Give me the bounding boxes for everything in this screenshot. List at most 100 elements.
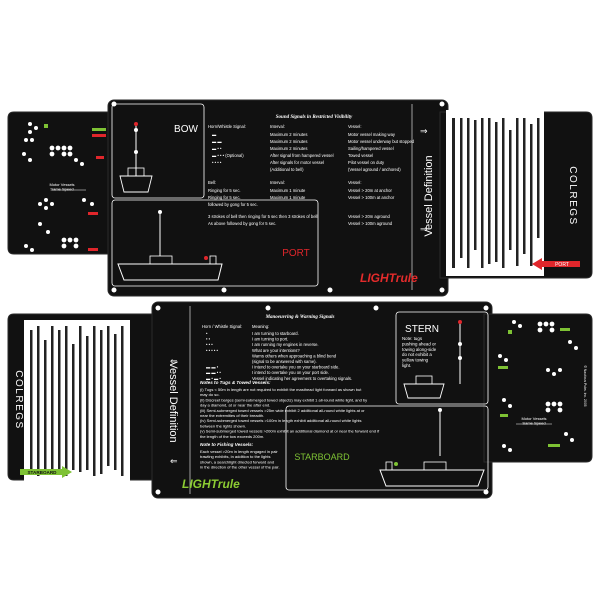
top-arrow-right-1: ⇒ — [420, 126, 428, 136]
stern-note-line: light. — [402, 363, 411, 368]
bottom-colregs-title: COLREGS — [13, 370, 24, 429]
sound-header-interval: Interval: — [270, 124, 285, 129]
fishing-line: Each vessel >20m in length engaged in pa… — [200, 449, 278, 454]
maneuvering-header-signal: Horn / Whistle Signal: — [202, 324, 242, 329]
maneuver-row-meaning: I am turning to port. — [252, 337, 288, 342]
sound-row-signal: ▬ ▬ — [212, 139, 222, 144]
top-right-text-card — [446, 110, 544, 276]
bell-header-vessel: Vessel: — [348, 180, 362, 185]
bell-row-interval: Maximum 1 minute — [270, 188, 306, 193]
maneuver-row-signal: ▬ ▬ • — [206, 365, 219, 370]
port-label: PORT — [282, 248, 310, 259]
tugs-line: (iv) Semi-submerged towed vessels >100m … — [200, 418, 362, 423]
sound-row-interval: After signal from hampered vessel — [270, 153, 334, 158]
sound-row-interval: Maximum 2 minutes — [270, 139, 307, 144]
sound-row-vessel: Pilot vessel on duty — [348, 160, 385, 165]
sound-row-vessel: (Vessel aground / anchored) — [348, 167, 401, 172]
fishing-line: trawling exhibits, in addition to the li… — [200, 454, 270, 459]
fishing-line: shown, a searchlight directed forward an… — [200, 459, 274, 464]
bottom-lightrule-logo: LIGHTrule — [182, 477, 240, 491]
starboard-arrow-badge: STARBOARD — [20, 466, 72, 478]
maneuver-row-meaning: I intend to overtake you on your port si… — [252, 370, 329, 375]
sound-footer-text: As above followed by gong for 5 sec. — [208, 221, 276, 226]
starboard-arrow-label: STARBOARD — [27, 470, 57, 475]
sound-row-signal: ▬ • • — [212, 146, 222, 151]
maneuver-row-meaning: Warns others when approaching a blind be… — [252, 353, 337, 358]
sound-footer-text: 3 strokes of bell then ringing for 5 sec… — [208, 214, 317, 219]
fishing-line: in the direction of the other vessel of … — [200, 465, 280, 470]
port-arrow-label: PORT — [555, 262, 569, 268]
sound-signals-table: Sound Signals in Restricted Visibility H… — [208, 115, 415, 226]
tugs-notes: Notes to Tugs & Towed Vessels: (i) Tugs … — [200, 380, 380, 439]
bell-header-signal: Bell: — [208, 180, 216, 185]
tugs-title: Notes to Tugs & Towed Vessels: — [200, 380, 271, 385]
maneuver-row-signal: • — [206, 331, 208, 336]
stern-note-line: pushing ahead or — [402, 341, 436, 346]
bell-header-interval: Interval: — [270, 180, 285, 185]
sound-row-signal: • • • • — [212, 160, 222, 165]
port-diagram: PORT — [111, 199, 319, 287]
sound-footer-vessel: Vessel > 20m aground — [348, 214, 390, 219]
tugs-line: (v) Semi-submerged towed vessels >200m e… — [200, 429, 380, 434]
maneuver-row-signal: • • — [206, 337, 211, 342]
maneuver-row-signal: • • • — [206, 342, 213, 347]
maneuvering-title: Manoeuvring & Warning Signals — [265, 315, 335, 320]
top-colregs-title: COLREGS — [567, 166, 578, 225]
maneuver-row-meaning: What are your intentions? — [252, 348, 300, 353]
bow-diagram: BOW — [111, 103, 205, 199]
tugs-line: (ii) Discreet barges (semi-submerged tow… — [200, 397, 367, 402]
starboard-diagram: STARBOARD — [285, 405, 489, 491]
sound-row-interval: Maximum 2 minutes — [270, 146, 307, 151]
bottom-card: COLREGS STARBOARD Vessel Definition ⇐ ⇐ … — [7, 301, 593, 499]
bow-label: BOW — [174, 124, 198, 135]
fishing-title: Note to Fishing Vessels: — [200, 442, 254, 447]
maneuver-row-meaning: I am turning to starboard. — [252, 331, 299, 336]
tugs-line: (i) Tugs < 50m in length are not require… — [200, 387, 362, 392]
sound-row-vessel: Motor vessel underway but stopped — [348, 139, 415, 144]
bottom-right-light-diagrams — [498, 320, 578, 452]
bottom-vessel-definition-title: Vessel Definition — [167, 361, 179, 442]
bell-row-vessel: Vessel > 100m at anchor — [348, 195, 395, 200]
stern-note-line: yellow towing — [402, 358, 429, 363]
maneuver-row-meaning: Vessel indicating her agreement to overt… — [252, 376, 352, 381]
bell-row-signal: Ringing for 5 sec. — [208, 195, 241, 200]
tugs-line: day a diamond, at or near the after end. — [200, 403, 270, 408]
stern-note-line: do not exhibit a — [402, 352, 432, 357]
starboard-label: STARBOARD — [294, 452, 350, 462]
fishing-note: Note to Fishing Vessels: Each vessel >20… — [200, 442, 280, 470]
bell-row-vessel: Vessel > 20m at anchor — [348, 188, 392, 193]
maneuvering-signals: Manoeuvring & Warning Signals Horn / Whi… — [202, 315, 352, 381]
stern-label: STERN — [405, 324, 439, 335]
top-left-light-diagrams — [22, 122, 106, 252]
bell-row-signal: Ringing for 5 sec. — [208, 188, 241, 193]
maneuver-row-signal: ▬ ▬ • • — [206, 370, 221, 375]
sound-row-vessel: Motor vessel making way — [348, 132, 396, 137]
top-vessel-definition-title: Vessel Definition — [423, 155, 435, 236]
sound-row-vessel: Towed vessel — [348, 153, 373, 158]
top-arrow-right-2: ⇒ — [420, 224, 428, 234]
sound-row-interval: Maximum 2 minutes — [270, 132, 307, 137]
tugs-line: may do so. — [200, 392, 220, 397]
maneuver-row-meaning: I intend to overtake you on your starboa… — [252, 365, 340, 370]
maneuver-row-meaning: I am running my engines in reverse. — [252, 342, 319, 347]
sound-row-interval: After signals for motor vessel — [270, 160, 324, 165]
sound-row-signal: ▬ • • • (Optional) — [212, 153, 244, 158]
maneuver-row-signal: • • • • • — [206, 348, 219, 353]
sound-header-vessel: Vessel: — [348, 124, 362, 129]
maneuver-row-meaning: (signal to be answered with same). — [252, 359, 317, 364]
tugs-line: (iii) Semi-submerged towed vessels >25m … — [200, 408, 365, 413]
bell-row-signal: followed by gong for 5 sec. — [208, 202, 258, 207]
sound-footer-vessel: Vessel > 100m aground — [348, 221, 393, 226]
maneuvering-header-meaning: Meaning: — [252, 324, 269, 329]
bottom-copyright: © Nauticus Pubs. Inc. 2005 — [583, 365, 587, 406]
sound-header-signal: Horn/Whistle Signal: — [208, 124, 246, 129]
tugs-line: the length of the tow exceeds 200m. — [200, 434, 264, 439]
sound-row-vessel: Sailing/hampered vessel — [348, 146, 394, 151]
sound-row-signal: ▬ — [212, 132, 217, 137]
bottom-arrow-left-1: ⇐ — [170, 356, 178, 366]
tugs-line: between the lights shown. — [200, 423, 246, 428]
